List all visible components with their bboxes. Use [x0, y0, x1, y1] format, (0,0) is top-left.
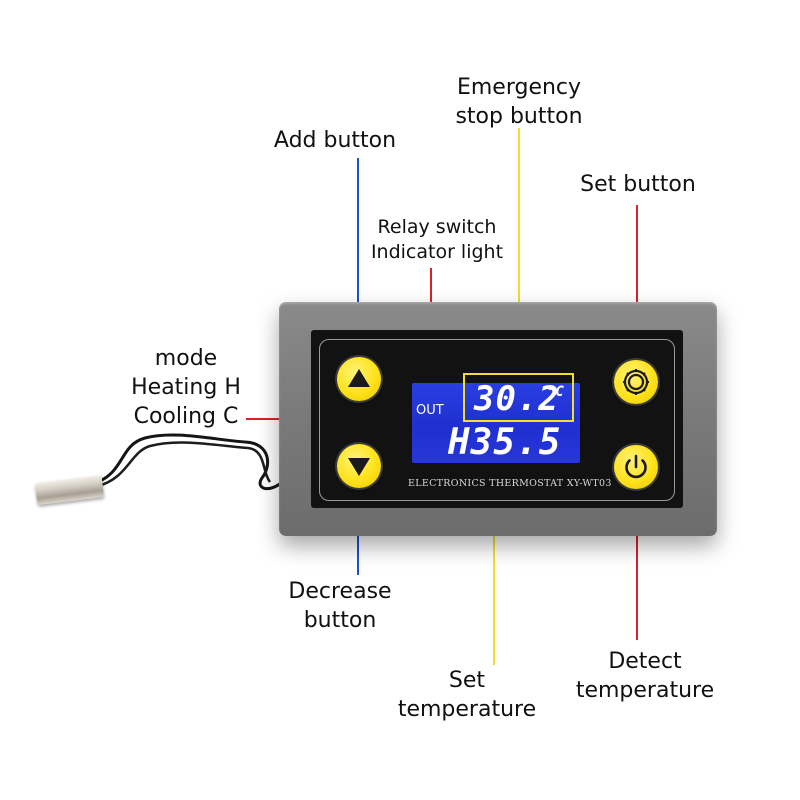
- set-temp-line-1: Set: [448, 668, 486, 693]
- set-button-label: Set button: [580, 172, 696, 197]
- emergency-stop-label: Emergency stop button: [446, 73, 592, 131]
- detect-line-1: Detect: [608, 649, 682, 674]
- decrease-button-label: Decrease button: [280, 577, 400, 635]
- gear-icon: [623, 369, 649, 395]
- set-temperature-label: Set temperature: [392, 666, 542, 724]
- model-text: ELECTRONICS THERMOSTAT XY-WT03: [408, 478, 612, 489]
- power-icon: [625, 454, 647, 479]
- panel-frame: [319, 339, 675, 501]
- triangle-down-icon: [348, 458, 370, 476]
- emergency-line-2: stop button: [455, 104, 583, 129]
- relay-line-1: Relay switch: [377, 216, 497, 238]
- triangle-up-icon: [348, 369, 370, 387]
- temperature-unit: °C: [546, 384, 565, 400]
- detected-temperature-highlight: [463, 373, 574, 422]
- emergency-line-1: Emergency: [456, 75, 582, 100]
- set-temperature-readout: H35.5: [448, 422, 562, 463]
- mode-line-3: Cooling C: [133, 404, 239, 429]
- detect-temperature-label: Detect temperature: [570, 647, 720, 705]
- detect-line-2: temperature: [575, 678, 715, 703]
- decrease-line-2: button: [303, 608, 377, 633]
- mode-line-1: mode: [154, 346, 218, 371]
- set-temp-line-2: temperature: [397, 697, 537, 722]
- relay-line-2: Indicator light: [370, 241, 504, 263]
- emergency-stop-button[interactable]: [614, 445, 658, 489]
- mode-label: mode Heating H Cooling C: [128, 344, 244, 431]
- set-button[interactable]: [614, 360, 658, 404]
- decrease-button[interactable]: [337, 444, 381, 488]
- decrease-line-1: Decrease: [288, 579, 392, 604]
- mode-line-2: Heating H: [131, 375, 241, 400]
- add-button[interactable]: [337, 357, 381, 401]
- relay-indicator-label: Relay switch Indicator light: [366, 215, 508, 265]
- add-button-label: Add button: [273, 128, 397, 153]
- out-indicator: OUT: [416, 403, 444, 418]
- detected-temperature-readout: 30.2: [474, 379, 560, 419]
- lcd-display: [412, 383, 580, 463]
